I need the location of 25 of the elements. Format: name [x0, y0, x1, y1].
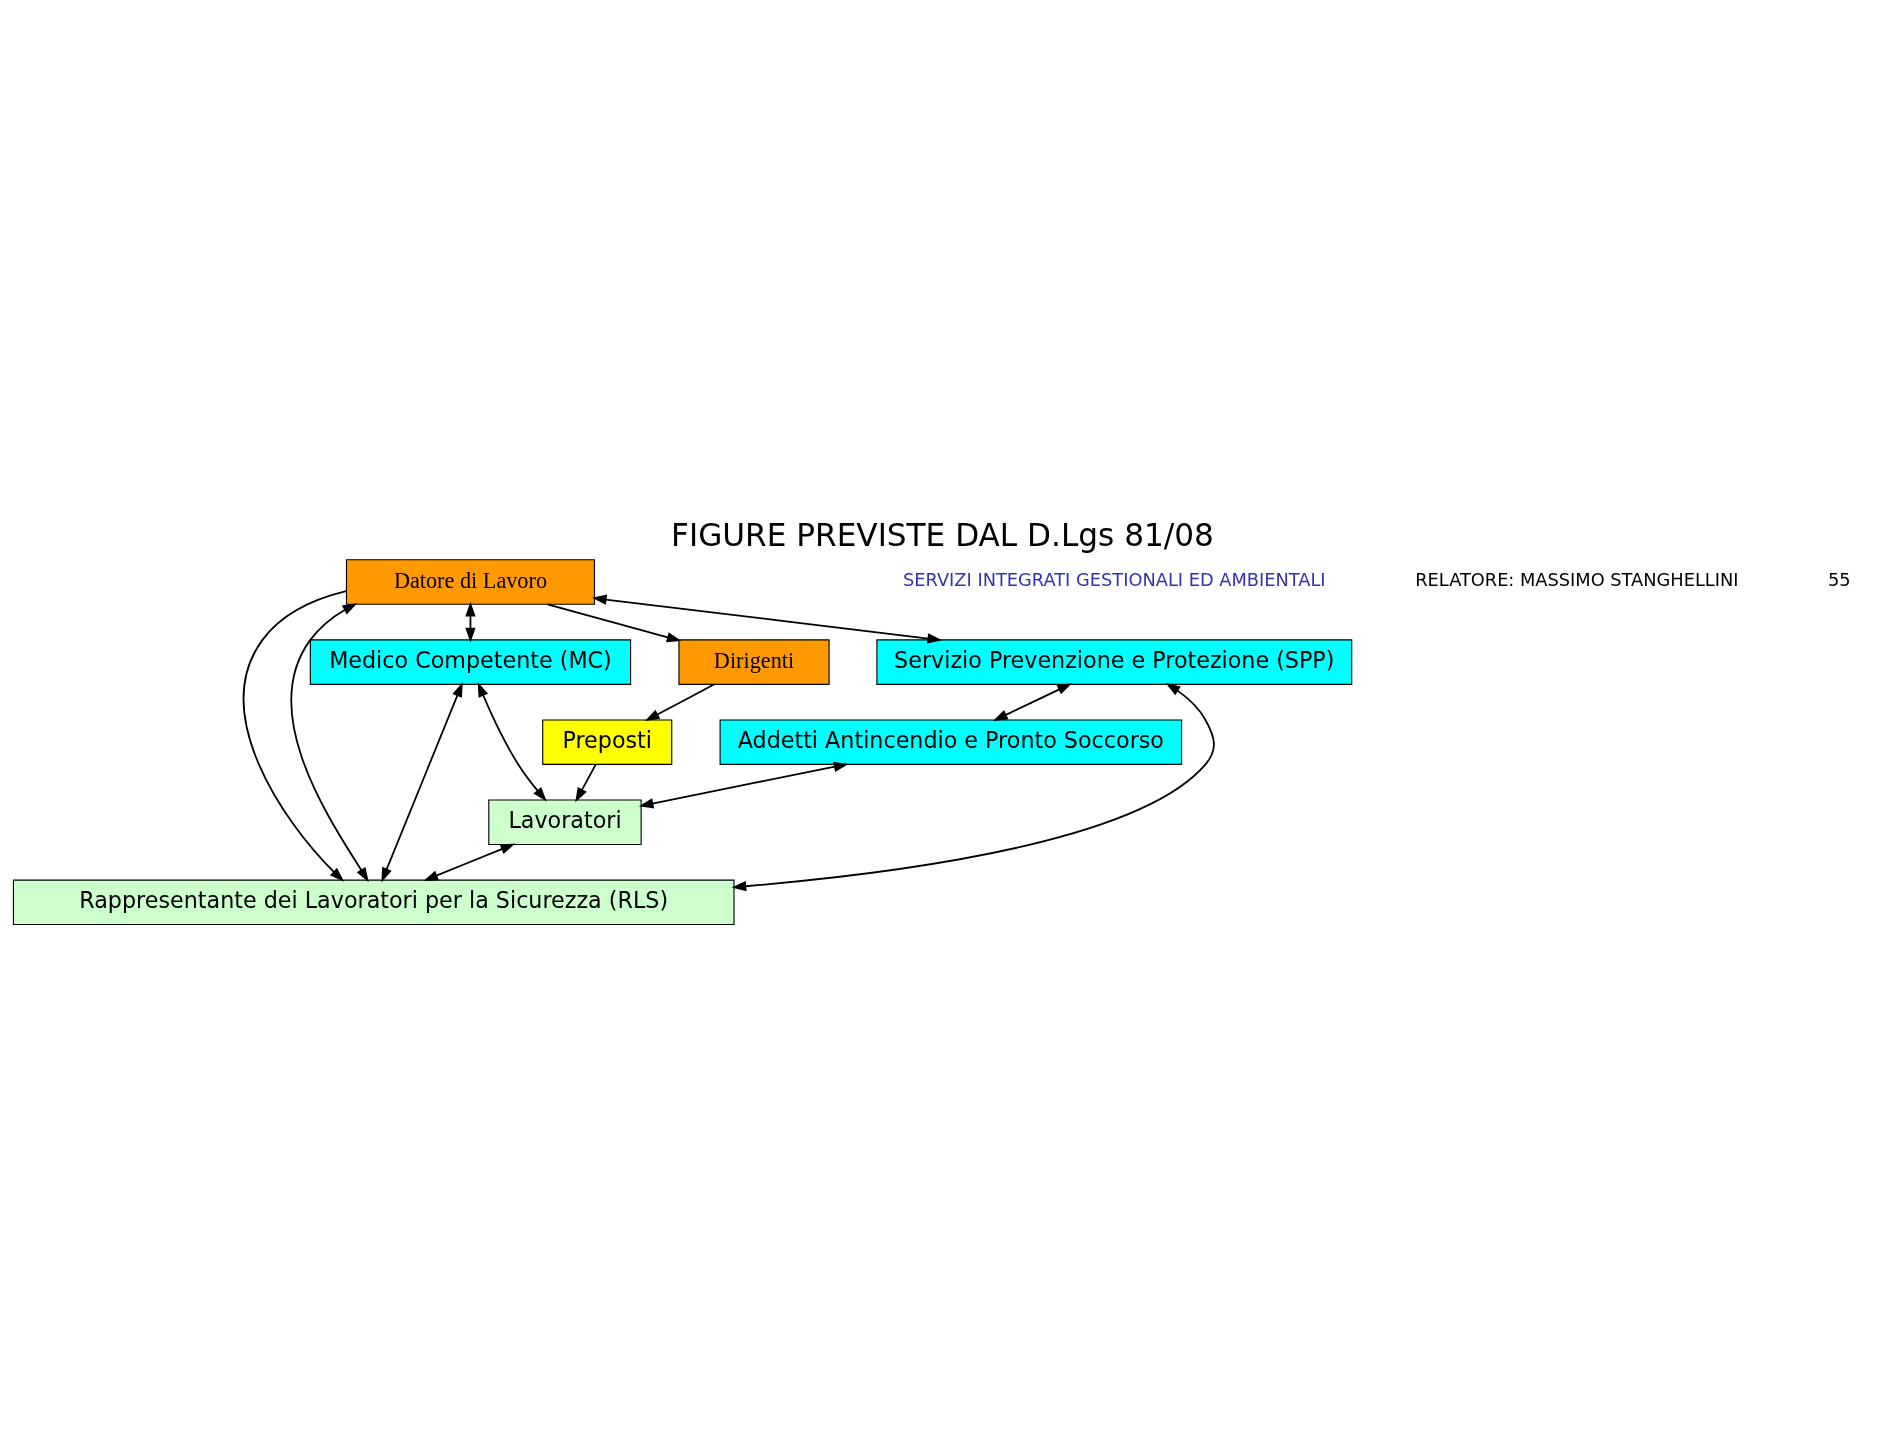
arrow [381, 681, 463, 882]
arrow [465, 601, 476, 642]
arrow [290, 602, 369, 882]
node-box: Preposti [542, 718, 673, 765]
arrow [993, 682, 1073, 721]
node-box: Rappresentante dei Lavoratori per la Sicurezza (RLS) [12, 879, 735, 925]
arrow [575, 763, 597, 802]
diagram-title: FIGURE PREVISTE DAL D.Lgs 81/08 [671, 516, 1214, 553]
label: RELATORE: MASSIMO STANGHELLINI [1415, 568, 1739, 590]
arrow [731, 682, 1215, 891]
arrow [242, 589, 347, 882]
node-box: Datore di Lavoro [345, 558, 595, 605]
arrow [591, 594, 943, 644]
node-box: Addetti Antincendio e Pronto Soccorso [719, 718, 1183, 765]
arrow [546, 602, 682, 642]
node-box: Lavoratori [488, 798, 642, 845]
node-box: Dirigenti [678, 638, 830, 685]
arrow [644, 683, 715, 721]
label: 55 [1828, 568, 1851, 590]
node-box: Medico Competente (MC) [309, 638, 632, 685]
arrow [477, 681, 547, 802]
arrow [638, 761, 849, 808]
node-box: Servizio Prevenzione e Protezione (SPP) [876, 638, 1353, 685]
arrow [423, 843, 516, 881]
label: SERVIZI INTEGRATI GESTIONALI ED AMBIENTALI [903, 568, 1326, 590]
